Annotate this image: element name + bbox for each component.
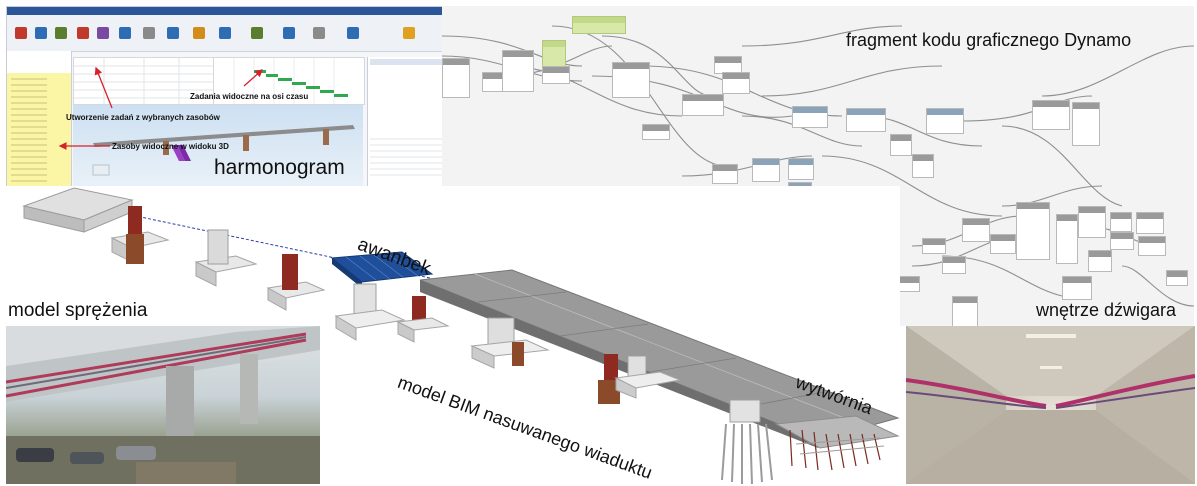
ribbon-icon[interactable] [15,27,27,39]
graph-node-icon[interactable] [926,108,964,134]
resource-rows [11,78,47,182]
temp-pier-1 [110,206,170,264]
graph-node-icon[interactable] [1032,100,1070,130]
graph-node-icon[interactable] [846,108,886,132]
ribbon-icon[interactable] [35,27,47,39]
ribbon-icon[interactable] [119,27,131,39]
graph-node-icon[interactable] [682,94,724,116]
ribbon-icon[interactable] [347,27,359,39]
graph-node-icon[interactable] [922,238,946,254]
graph-node-icon[interactable] [542,66,570,84]
temp-pier-4 [396,296,450,343]
ribbon-icon[interactable] [167,27,179,39]
ribbon-icon[interactable] [55,27,67,39]
ribbon-icon[interactable] [193,27,205,39]
graph-node-icon[interactable] [714,56,742,74]
ribbon-icon[interactable] [283,27,295,39]
launch-yard [721,399,900,485]
ribbon-icon[interactable] [219,27,231,39]
graph-node-icon[interactable] [1136,212,1164,234]
photo-bridge-underside [6,326,320,484]
graph-node-icon[interactable] [1166,270,1188,286]
properties-panel [367,57,447,187]
gantt-chart[interactable] [213,57,365,105]
label-wnetrze-dzwigara: wnętrze dźwigara [1036,300,1177,320]
annotation-arrows [58,66,263,150]
avant-bec [330,251,434,288]
3d-view[interactable] [73,105,363,187]
graph-node-icon[interactable] [792,106,828,128]
task-table-grid [74,58,214,104]
graph-node-icon[interactable] [1062,276,1092,300]
graph-node-icon[interactable] [1110,212,1132,232]
annotation-utworzenie: Utworzenie zadań z wybranych zasobów [66,113,220,122]
graph-node-icon[interactable] [942,256,966,274]
graph-node-icon[interactable] [912,154,934,178]
graph-node-icon[interactable] [442,58,470,98]
graph-node-icon[interactable] [722,72,750,94]
graph-node-icon[interactable] [502,50,534,92]
graph-node-icon[interactable] [962,218,990,242]
graph-node-icon[interactable] [890,134,912,156]
gantt-bars [233,58,348,104]
photo-model-sprezenia [6,326,320,484]
app-titlebar [7,7,447,15]
temp-pier-5 [598,354,682,404]
photo-wnetrze-dzwigara [906,326,1195,484]
graph-node-icon[interactable] [572,16,626,34]
permanent-pier-2 [470,317,550,369]
app-ribbon [7,15,447,52]
3d-view-bridge [92,125,355,176]
temp-pier-2 [194,229,258,287]
permanent-pier-1 [334,283,406,341]
properties-rows [370,59,446,176]
ribbon-icon[interactable] [313,27,325,39]
ribbon-icon[interactable] [403,27,415,39]
graph-node-icon[interactable] [990,234,1016,254]
graph-node-icon[interactable] [1016,202,1050,260]
graph-node-icon[interactable] [612,62,650,98]
annotation-zasoby: Zasoby widoczne w widoku 3D [112,142,229,151]
graph-node-icon[interactable] [1110,232,1134,250]
rear-platform [22,187,134,233]
harmonogram-screenshot [6,6,448,188]
graph-node-icon[interactable] [1078,206,1106,238]
graph-node-icon[interactable] [642,124,670,140]
label-harmonogram: harmonogram [214,156,345,179]
photo-girder-interior [906,326,1195,484]
arrow-icon [243,69,263,87]
ribbon-icon[interactable] [251,27,263,39]
arrow-icon [94,66,113,109]
selected-resources-list[interactable] [7,73,71,187]
task-table[interactable] [73,57,215,105]
label-dynamo: fragment kodu graficznego Dynamo [846,30,1132,50]
graph-node-icon[interactable] [752,158,780,182]
annotation-zadania: Zadania widoczne na osi czasu [190,92,309,101]
graph-node-icon[interactable] [542,40,566,68]
graph-node-icon[interactable] [1138,236,1166,256]
graph-node-icon[interactable] [712,164,738,184]
bridge-deck [419,269,900,448]
graph-node-icon[interactable] [788,158,814,180]
label-model-sprezenia: model sprężenia [8,300,148,321]
ribbon-icon[interactable] [97,27,109,39]
ribbon-icon[interactable] [77,27,89,39]
ribbon-icon[interactable] [143,27,155,39]
graph-node-icon[interactable] [1088,250,1112,272]
temp-pier-3 [266,254,326,311]
graph-node-icon[interactable] [1056,214,1078,264]
graph-node-icon[interactable] [1072,102,1100,146]
